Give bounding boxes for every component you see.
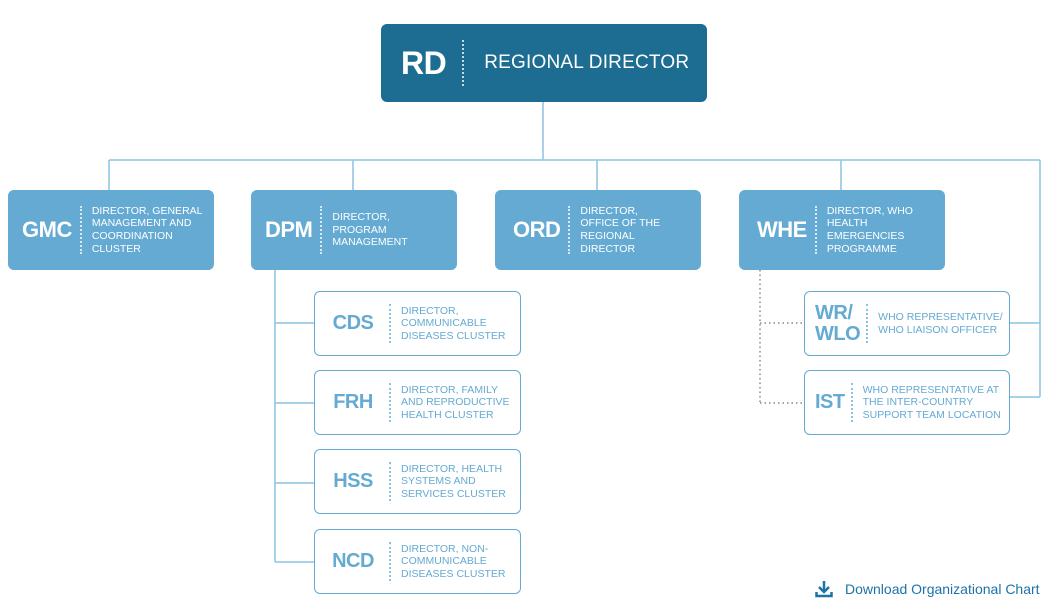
dpm-box: DPM DIRECTOR, PROGRAM MANAGEMENT	[251, 190, 457, 270]
download-icon	[815, 581, 833, 598]
wr-wlo-box: WR/ WLO WHO REPRESENTATIVE/ WHO LIAISON …	[804, 291, 1010, 356]
ord-abbr: ORD	[513, 217, 561, 242]
separator	[462, 40, 465, 86]
regional-director-box: RD REGIONAL DIRECTOR	[381, 24, 707, 102]
separator	[389, 461, 391, 502]
frh-desc: DIRECTOR, FAMILY AND REPRODUCTIVE HEALTH…	[401, 383, 510, 421]
gmc-abbr: GMC	[22, 217, 72, 242]
ncd-box: NCD DIRECTOR, NON-COMMUNICABLE DISEASES …	[314, 529, 521, 594]
download-label: Download Organizational Chart	[845, 581, 1040, 597]
cds-box: CDS DIRECTOR, COMMUNICABLE DISEASES CLUS…	[314, 291, 521, 356]
cds-abbr: CDS	[332, 312, 374, 334]
separator	[568, 206, 571, 254]
separator	[79, 206, 82, 254]
frh-abbr: FRH	[333, 391, 373, 413]
separator	[866, 303, 869, 344]
ist-desc: WHO REPRESENTATIVE AT THE INTER-COUNTRY …	[862, 383, 1001, 421]
ist-box: IST WHO REPRESENTATIVE AT THE INTER-COUN…	[804, 370, 1010, 435]
whe-abbr: WHE	[757, 217, 807, 242]
gmc-desc: DIRECTOR, GENERAL MANAGEMENT AND COORDIN…	[91, 204, 203, 255]
ord-desc: DIRECTOR, OFFICE OF THE REGIONAL DIRECTO…	[580, 204, 661, 255]
separator	[389, 303, 391, 344]
dpm-abbr: DPM	[265, 217, 313, 242]
gmc-box: GMC DIRECTOR, GENERAL MANAGEMENT AND COO…	[8, 190, 214, 270]
download-chart-link[interactable]: Download Organizational Chart	[815, 580, 1040, 598]
frh-box: FRH DIRECTOR, FAMILY AND REPRODUCTIVE HE…	[314, 370, 521, 435]
dpm-desc: DIRECTOR, PROGRAM MANAGEMENT	[332, 211, 408, 249]
ncd-abbr: NCD	[332, 550, 374, 572]
whe-box: WHE DIRECTOR, WHO HEALTH EMERGENCIES PRO…	[739, 190, 945, 270]
separator	[850, 382, 853, 423]
wr-abbr-line2: WLO	[815, 322, 861, 345]
separator	[814, 206, 817, 254]
whe-desc: DIRECTOR, WHO HEALTH EMERGENCIES PROGRAM…	[826, 204, 913, 255]
hss-abbr: HSS	[333, 470, 373, 492]
separator	[389, 541, 391, 582]
wr-wlo-abbr: WR/ WLO	[805, 301, 861, 345]
hss-box: HSS DIRECTOR, HEALTH SYSTEMS AND SERVICE…	[314, 449, 521, 514]
wr-abbr-line1: WR/	[815, 301, 853, 324]
cds-desc: DIRECTOR, COMMUNICABLE DISEASES CLUSTER	[401, 304, 506, 342]
ist-abbr: IST	[815, 391, 845, 413]
rd-abbr: RD	[401, 44, 447, 81]
ord-box: ORD DIRECTOR, OFFICE OF THE REGIONAL DIR…	[495, 190, 701, 270]
rd-title: REGIONAL DIRECTOR	[484, 51, 690, 73]
ncd-desc: DIRECTOR, NON-COMMUNICABLE DISEASES CLUS…	[401, 542, 506, 580]
hss-desc: DIRECTOR, HEALTH SYSTEMS AND SERVICES CL…	[401, 462, 506, 500]
separator	[389, 382, 391, 423]
wr-wlo-desc: WHO REPRESENTATIVE/ WHO LIAISON OFFICER	[878, 310, 1003, 336]
separator	[320, 206, 323, 254]
